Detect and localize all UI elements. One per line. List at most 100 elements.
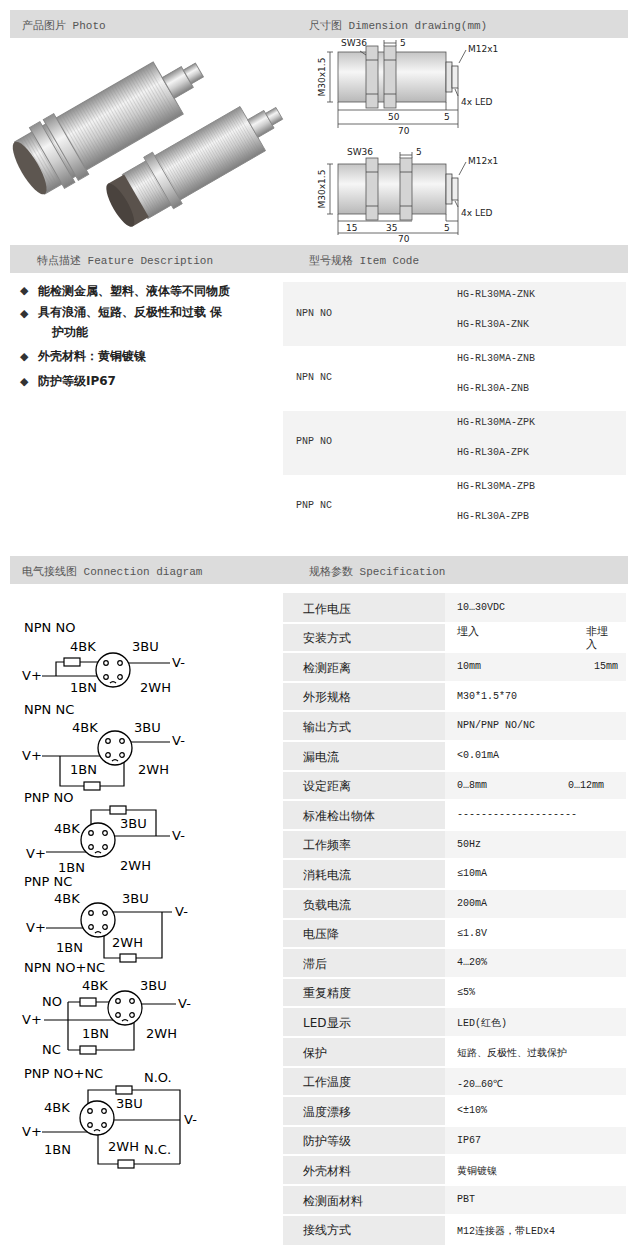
table-row [445, 1007, 626, 1037]
spec-value: 短路、反极性、过载保护 [457, 1046, 567, 1060]
wiring-label: 4BK [54, 821, 80, 836]
spec-value: 15mm [594, 661, 618, 672]
spec-value: 0…12mm [568, 780, 604, 791]
nut-edge [366, 60, 396, 94]
load-resistor [64, 658, 80, 666]
header-band [10, 245, 628, 273]
header-band [10, 10, 628, 38]
wiring-label: 2WH [140, 680, 171, 695]
section-title: 特点描述 Feature Description [37, 255, 213, 267]
bullet: ◆ [20, 307, 28, 320]
wiring-label: 3BU [132, 639, 159, 654]
dimension-line [338, 88, 458, 128]
wiring-label: 3BU [134, 720, 161, 735]
wiring-label: NPN NO [24, 620, 75, 635]
dimension-label: M30x1.5 [317, 58, 327, 97]
connector [266, 107, 283, 125]
model-code: HG-RL30MA-ZNK [457, 289, 535, 300]
spec-value: 10mm [457, 661, 481, 672]
spec-name: 外壳材料 [303, 1163, 351, 1180]
section-title: 尺寸图 Dimension drawing(mm) [309, 20, 487, 32]
bullet: ◆ [20, 350, 28, 363]
spec-name: LED显示 [303, 1015, 351, 1032]
nut [144, 152, 183, 209]
housing-step [446, 62, 452, 92]
nut [400, 158, 412, 220]
spec-name: 设定距离 [303, 778, 351, 795]
spec-value: 非埋入 [586, 625, 610, 651]
dimension-drawing [327, 152, 466, 235]
dimension-label: 4x LED [461, 208, 493, 218]
spec-value: 黄铜镀镍 [457, 1164, 497, 1178]
connector [183, 63, 203, 84]
table-row [445, 711, 626, 741]
wire [42, 1090, 180, 1164]
wiring-label: 1BN [82, 1026, 109, 1041]
nut [366, 158, 378, 220]
section-band: 尺寸图 Dimension drawing(mm) [307, 17, 489, 34]
dimension-line [327, 52, 333, 102]
section-title: 产品图片 Photo [22, 20, 106, 32]
section-band: 型号规格 Item Code [307, 252, 421, 269]
spec-name: 滞后 [303, 956, 327, 973]
wiring-label: 2WH [108, 1139, 139, 1154]
wiring-label: 1BN [70, 680, 97, 695]
dimension-label: 15 [346, 223, 357, 233]
spec-value: 0…8mm [457, 780, 487, 791]
dimension-label: 50 [388, 112, 399, 122]
wiring-diagrams [42, 653, 180, 1168]
table-row [445, 652, 626, 682]
spec-name: 外形规格 [303, 689, 351, 706]
m12-connector [96, 653, 130, 687]
model-code: HG-RL30MA-ZNB [457, 353, 535, 364]
spec-name: 漏电流 [303, 749, 339, 766]
section-band: 特点描述 Feature Description [35, 252, 215, 269]
spec-name: 检测距离 [303, 660, 351, 677]
m12-connector [80, 1101, 114, 1135]
spec-name: 保护 [303, 1045, 327, 1062]
dimension-label: M12x1 [468, 44, 498, 54]
spec-value: ≤5% [457, 987, 475, 998]
table-row [445, 1185, 626, 1215]
table-row [283, 411, 626, 475]
leader-line [360, 50, 466, 96]
wiring-label: NC [42, 1042, 61, 1057]
dimension-line [384, 40, 396, 46]
model-code: HG-RL30MA-ZPK [457, 417, 535, 428]
load-resistor [120, 954, 136, 962]
table-row [445, 771, 626, 800]
dimension-line [338, 200, 458, 235]
wiring-label: 2WH [146, 1026, 177, 1041]
load-resistor [84, 782, 100, 790]
housing [338, 164, 446, 214]
section-band: 规格参数 Specification [307, 563, 447, 580]
spec-name: 工作电压 [303, 601, 351, 618]
nut [43, 114, 88, 181]
table-row [445, 889, 626, 919]
wiring-label: 4BK [82, 978, 108, 993]
spec-name: 接线方式 [303, 1222, 351, 1239]
spec-value: ≤10mA [457, 868, 487, 879]
wiring-label: 1BN [70, 762, 97, 777]
dimension-label: SW36 [347, 147, 373, 157]
load-resistor [80, 1046, 96, 1054]
feature-text: 防护等级IP67 [38, 373, 116, 390]
spec-value: ≤1.8V [457, 928, 487, 939]
sensor-body [122, 107, 265, 219]
section-title: 型号规格 Item Code [309, 255, 419, 267]
model-code: HG-RL30A-ZNK [457, 319, 529, 330]
spec-name: 标准检出物体 [303, 808, 375, 825]
wiring-label: V+ [22, 668, 42, 683]
spec-name: 消耗电流 [303, 867, 351, 884]
wiring-label: 2WH [120, 858, 151, 873]
dimension-line [400, 152, 412, 158]
wiring-label: PNP NO [24, 790, 74, 805]
spec-value: <0.01mA [457, 750, 499, 761]
model-code: NPN NO [296, 308, 332, 319]
load-resistor [110, 806, 126, 814]
spec-value: PBT [457, 1194, 475, 1205]
spec-value: 埋入 [457, 625, 481, 638]
table-row [283, 346, 626, 411]
spec-value: <±10% [457, 1105, 487, 1116]
